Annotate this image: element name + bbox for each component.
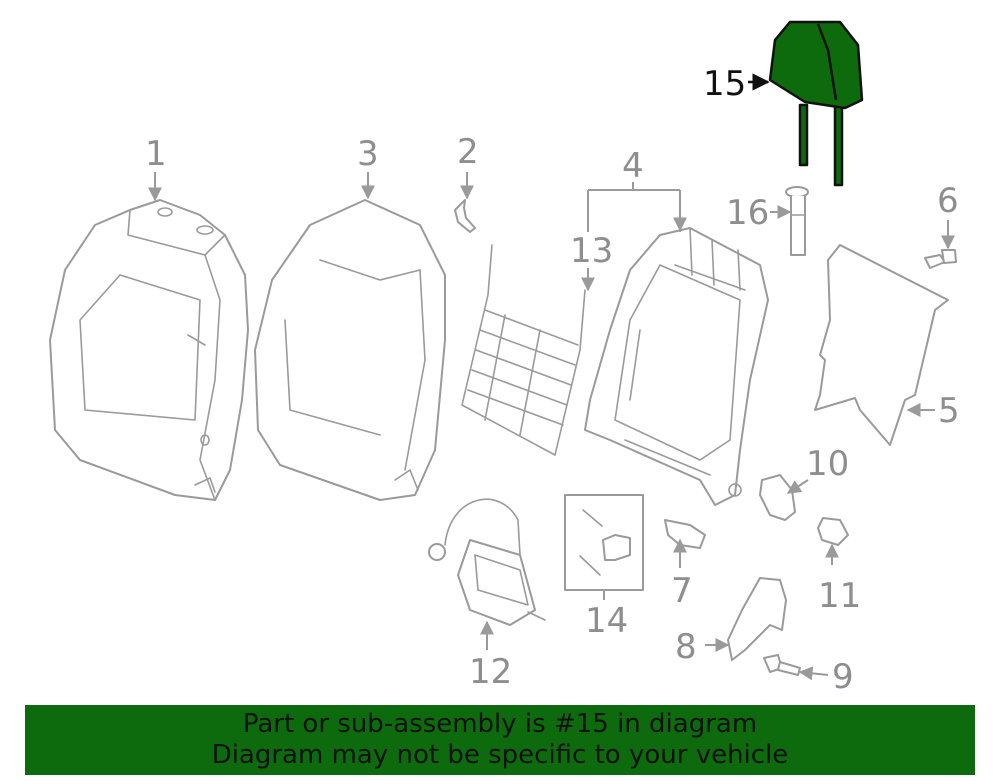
part-1-seat-back-cover[interactable] <box>49 199 249 501</box>
part-3-seat-back-pad[interactable] <box>254 199 446 501</box>
part-7-bracket[interactable] <box>664 519 706 549</box>
banner-line-1: Part or sub-assembly is #15 in diagram <box>242 709 758 739</box>
callout-labels: 1 3 2 4 13 16 6 5 10 11 7 14 12 8 9 15 <box>145 64 960 697</box>
part-5-panel[interactable] <box>814 244 949 446</box>
callout-4: 4 <box>622 146 644 186</box>
part-10-cap[interactable] <box>759 474 796 521</box>
part-11-clip[interactable] <box>817 517 849 546</box>
callout-8: 8 <box>675 627 697 667</box>
part-15-headrest[interactable] <box>768 20 864 187</box>
parts-diagram: 1 3 2 4 13 16 6 5 10 11 7 14 12 8 9 15 <box>49 20 960 697</box>
part-16-guide-sleeve[interactable] <box>785 186 809 256</box>
callout-9: 9 <box>832 657 854 697</box>
part-4-seat-back-frame[interactable] <box>584 227 769 506</box>
callout-1: 1 <box>145 134 167 174</box>
callout-15: 15 <box>703 64 746 104</box>
banner-line-2: Diagram may not be specific to your vehi… <box>211 740 789 770</box>
callout-2: 2 <box>457 132 479 172</box>
info-banner: Part or sub-assembly is #15 in diagram D… <box>25 705 975 775</box>
callout-6: 6 <box>937 181 959 221</box>
part-6-bolt[interactable] <box>924 249 957 269</box>
part-2-clip[interactable] <box>454 199 476 233</box>
callout-13: 13 <box>570 231 613 271</box>
callout-10: 10 <box>806 444 849 484</box>
part-13-lumbar-support[interactable] <box>461 244 586 456</box>
part-9-screw[interactable] <box>763 654 801 676</box>
part-8-side-trim[interactable] <box>727 577 787 661</box>
callout-3: 3 <box>357 134 379 174</box>
callout-11: 11 <box>818 576 861 616</box>
callout-5: 5 <box>938 391 960 431</box>
callout-12: 12 <box>469 652 512 692</box>
part-12-module[interactable] <box>428 498 546 626</box>
callout-7: 7 <box>671 571 693 611</box>
callout-16: 16 <box>726 193 769 233</box>
leader-lines <box>148 73 955 681</box>
callout-14: 14 <box>585 601 628 641</box>
part-14-kit-box[interactable] <box>564 494 644 591</box>
